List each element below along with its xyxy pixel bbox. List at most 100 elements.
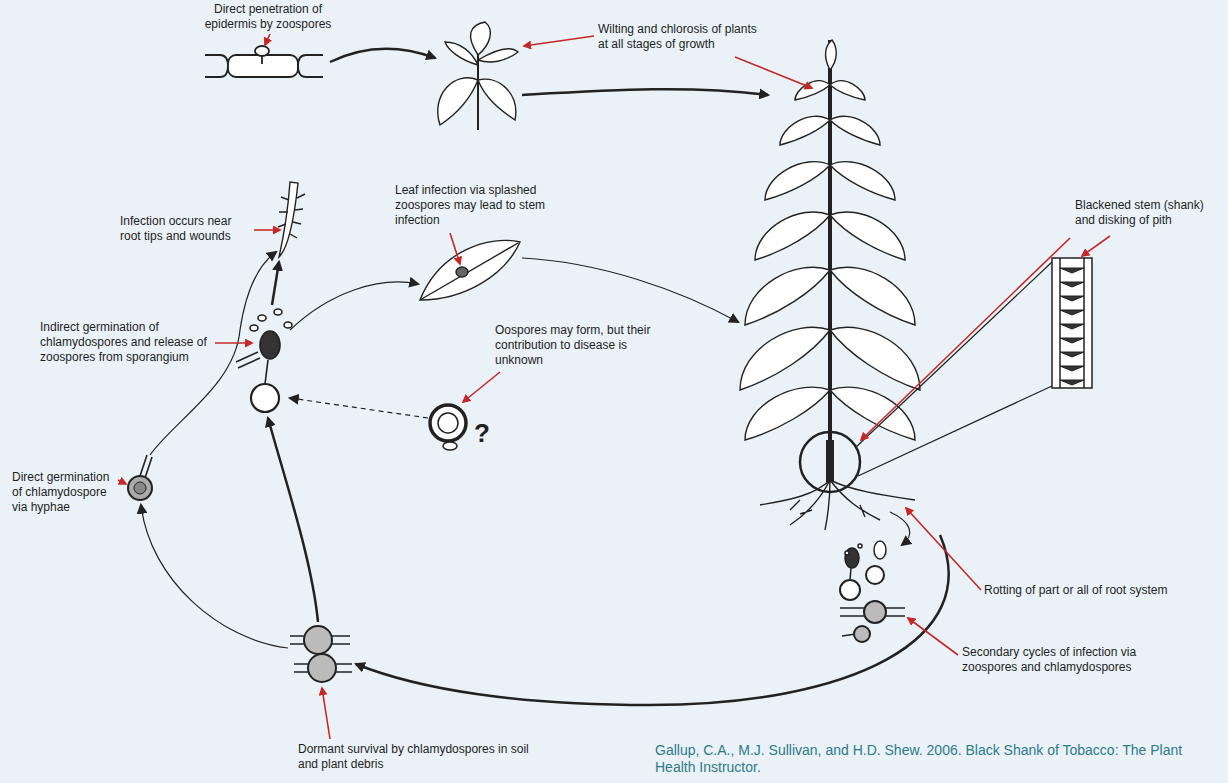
plant-leaf [830,116,880,145]
oospore [430,405,466,450]
seedling-leaf [478,49,518,62]
callout-label: Direct germination of chlamydospore via … [12,470,118,515]
leaf-lesion [456,267,468,277]
root-tip [278,182,305,257]
root-tip [279,182,298,257]
sporangium [845,548,859,568]
cycle-arrow [522,258,738,322]
root-hairs [278,194,305,238]
plant-leaf [830,81,865,100]
germ-tube [850,568,851,580]
leader-arrow [908,618,958,655]
leader-arrow [906,508,981,590]
chlamydospore-core [134,482,146,494]
seedling-stem [477,50,479,130]
root-system [760,480,915,530]
leader-arrow [861,238,1070,440]
tobacco-plant [740,40,1052,530]
zoospore [258,315,266,321]
chlamydospore [304,626,332,654]
question-mark: ? [474,418,498,448]
leader-arrow [118,480,126,484]
leader-arrow [735,57,812,88]
callout-label: Secondary cycles of infection via zoospo… [962,645,1162,675]
zoospore [858,544,862,548]
epidermis-cell [205,55,228,77]
plant-leaf [745,387,830,440]
seedling [438,22,518,130]
stem-section [1052,258,1092,388]
plant-bud [826,40,837,70]
sporangium [236,309,292,412]
zoospore [284,322,292,328]
chlamydospore [308,654,336,682]
plant-leaf [755,212,830,260]
chlamydospore [864,601,886,623]
callout-label: Direct penetration of epidermis by zoosp… [200,2,336,32]
oospore-inner [438,413,458,433]
sporangium [874,541,886,559]
leader-arrow [322,688,330,739]
leader-arrows [118,34,1110,739]
leader-arrow [450,233,460,264]
hypha [236,352,260,368]
plant-leaf [830,162,895,200]
figure-caption: Gallup, C.A., M.J. Sullivan, and H.D. Sh… [655,742,1215,776]
infected-leaf [420,240,520,300]
plant-leaf [830,212,905,260]
chlamydospore [866,566,884,584]
callout-label: Leaf infection via splashed zoospores ma… [395,183,565,228]
plant-leaf [830,327,920,390]
zoospore [845,551,849,555]
callout-label: Infection occurs near root tips and woun… [120,214,250,244]
sporangium [260,331,280,359]
cycle-arrow [290,282,418,330]
cycle-arrow [141,505,288,648]
zoospore [274,309,282,315]
callout-label: Dormant survival by chlamydospores in so… [298,742,533,772]
seedling-leaf [471,22,491,55]
plant-leaf [830,267,915,325]
penetration-peg [261,56,263,64]
callout-label: Oospores may form, but their contributio… [495,323,665,368]
zoospore [255,46,269,56]
cycle-arrow [890,512,910,545]
chlamydospore [840,580,860,600]
magnifier-circle [800,432,860,492]
cycle-arrow [268,418,318,622]
leader-arrow [524,36,594,46]
plant-leaf [745,267,830,325]
seedling-leaf [478,79,516,120]
chlamydospore [128,476,152,500]
leader-arrow [463,372,500,402]
plant-leaf [740,327,830,390]
pith-disks [1060,268,1084,385]
germinating-chlamydospore [128,455,152,500]
callout-label: Rotting of part or all of root system [984,583,1222,598]
leaf [420,240,520,300]
callout-label: Blackened stem (shank) and disking of pi… [1075,198,1215,228]
leaf-midrib [420,243,518,300]
leader-arrow [265,34,270,45]
blackened-shank [826,440,834,482]
cycle-arrow [272,262,279,305]
vascular-lines [1060,258,1084,388]
dormant-chlamydospores [290,626,352,682]
secondary-spores [840,541,905,642]
callout-label: Wilting and chlorosis of plants at all s… [598,22,766,52]
hypha [140,455,152,478]
cycle-arrows [141,49,949,705]
leader-arrow [1082,236,1110,256]
cycle-arrow [330,49,435,62]
leader-arrow [254,229,280,231]
epidermis-cell [228,55,298,77]
stem-section [1052,258,1092,388]
chlamydospore [854,626,870,642]
oospore-wall [430,405,466,441]
chlamydospore [251,384,279,412]
cycle-arrow [356,535,949,705]
plant-leaf [780,116,830,145]
magnifier-lines [856,262,1052,476]
germ-tube [265,360,268,384]
